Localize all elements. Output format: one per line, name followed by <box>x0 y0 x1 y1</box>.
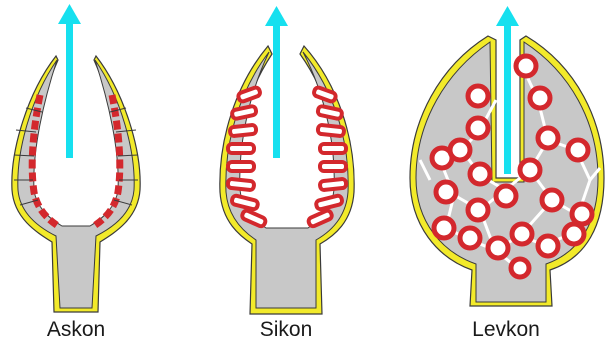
askon-choanocyte-left <box>32 95 58 226</box>
askon-choanocyte-right <box>94 95 120 226</box>
sikon-figure <box>220 6 354 314</box>
levkon-label: Levkon <box>472 318 540 342</box>
sikon-label: Sikon <box>260 318 313 342</box>
water-flow-arrow-icon <box>58 4 81 24</box>
levkon-figure <box>410 6 604 306</box>
levkon-arrow-shaft <box>504 24 511 174</box>
sikon-arrow-shaft <box>273 24 280 158</box>
water-flow-arrow-icon <box>496 6 519 26</box>
askon-arrow-shaft <box>66 22 73 158</box>
askon-label: Askon <box>47 318 105 342</box>
askon-figure <box>12 4 140 312</box>
water-flow-arrow-icon <box>265 6 288 26</box>
